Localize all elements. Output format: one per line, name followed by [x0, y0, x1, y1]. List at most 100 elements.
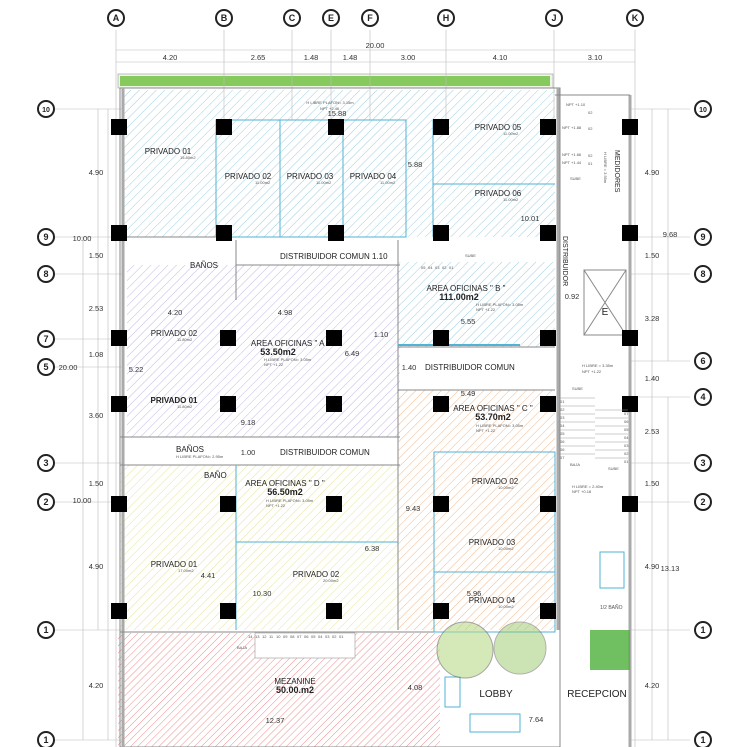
- plan-label: 03: [435, 265, 440, 270]
- plan-label: 4.20: [645, 681, 660, 690]
- plan-label: 53.70m2: [475, 412, 511, 422]
- axis-row-10: 10: [42, 107, 50, 114]
- plan-label: 14: [248, 634, 253, 639]
- plan-label: H LIBRE = 3.35m: [582, 363, 614, 368]
- lobby-trees: [436, 621, 630, 679]
- plan-label: MEZANINE: [274, 677, 315, 686]
- plan-label: 07: [560, 455, 565, 460]
- plan-label: 01: [449, 265, 454, 270]
- plan-label: A: [113, 13, 120, 23]
- plan-label: 2.53: [89, 304, 104, 313]
- axis-row-1b: 1: [43, 735, 48, 745]
- top-dimensions: 20.00 4.20 2.65 1.48 1.48 3.00 4.10 3.10: [163, 41, 603, 62]
- room-privado-02: PRIVADO 02: [225, 172, 272, 181]
- room-a-privado-01: PRIVADO 01: [151, 396, 199, 405]
- plan-label: BAÑOS: [176, 445, 204, 454]
- plan-label: 1.08: [89, 350, 104, 359]
- plan-label: 4.08: [408, 683, 423, 692]
- plan-label: 4.90: [89, 168, 104, 177]
- axis-row-8: 8: [43, 269, 48, 279]
- distribuidor-comun-3: DISTRIBUIDOR COMUN: [280, 448, 370, 457]
- plan-label: 20.00: [366, 41, 385, 50]
- plan-label: 06: [304, 634, 309, 639]
- axis-column-j: J: [545, 9, 563, 27]
- elevator-label: E: [602, 307, 609, 318]
- plan-label: 03: [560, 415, 565, 420]
- plan-label: 04: [624, 435, 629, 440]
- room-privado-06: PRIVADO 06: [475, 189, 522, 198]
- top-offices: H LIBRE PLAFON= 3.15m NPT +2.46 15.88 5.…: [145, 100, 540, 223]
- zone-top-offices: [122, 90, 555, 237]
- axis-column-h: H: [437, 9, 455, 27]
- plan-label: H LIBRE PLAFON= 3.15m: [306, 100, 354, 105]
- axis-column-a: A: [107, 9, 125, 27]
- plan-label: AREA OFICINAS " A ": [251, 339, 329, 348]
- plan-label: 11: [269, 634, 274, 639]
- axis-row-7: 7: [43, 334, 48, 344]
- plan-label: 06: [624, 419, 629, 424]
- plan-label: 4.20: [163, 53, 178, 62]
- partitions: [215, 119, 625, 733]
- plan-label: 11.00m2: [380, 180, 396, 185]
- plan-label: 11.80m2: [177, 337, 193, 342]
- plan-label: H LIBRE PLAFON= 3.05m: [476, 423, 524, 428]
- plan-label: 1.40: [402, 363, 417, 372]
- plan-label: 1.50: [89, 479, 104, 488]
- plan-label: 3.60: [89, 411, 104, 420]
- plan-label: H LIBRE = 2.40m: [572, 484, 604, 489]
- plan-label: 05: [560, 431, 565, 436]
- plan-label: DISTRIBUIDOR COMUN: [425, 363, 515, 372]
- plan-label: 20.00: [59, 363, 78, 372]
- axis-row-5: 5: [43, 362, 48, 372]
- planter: [117, 73, 554, 89]
- plan-label: H LIBRE PLAFON= 3.05m: [476, 302, 524, 307]
- left-dimensions: 4.90 1.50 2.53 1.08 3.60 1.50 4.90 4.20 …: [59, 168, 104, 690]
- axis-row-right-9: 9: [700, 232, 705, 242]
- zones: [118, 90, 555, 747]
- plan-label: SUBE: [570, 176, 581, 181]
- axis-column-c: C: [283, 9, 301, 27]
- plan-label: 01: [588, 161, 593, 166]
- lobby-dim: 7.64: [529, 715, 544, 724]
- plan-label: 6.49: [345, 349, 360, 358]
- plan-label: 12.37: [266, 716, 285, 725]
- axis-markers: A B C E F H J K 10 9 8 7 5 3 2 1 1 10 9 …: [37, 9, 712, 747]
- plan-label: 13: [255, 634, 260, 639]
- zone-oficinas-b: [398, 262, 555, 347]
- plan-label: NPT +1.22: [264, 362, 284, 367]
- plan-label: 5.22: [129, 365, 144, 374]
- axis-column-e: E: [322, 9, 340, 27]
- plan-label: 2.53: [645, 427, 660, 436]
- plan-label: 10.00: [73, 496, 92, 505]
- plan-label: NPT +1.88: [562, 125, 582, 130]
- oficinas-b: AREA OFICINAS " B " 111.00m2 H LIBRE PLA…: [426, 284, 579, 326]
- oficinas-c: AREA OFICINAS " C " 53.70m2 H LIBRE PLAF…: [406, 389, 533, 609]
- grid-lines: [55, 30, 690, 747]
- plan-label: NPT +1.10: [566, 102, 586, 107]
- plan-label: 11.00m2: [503, 197, 519, 202]
- plan-label: 10.00m2: [498, 604, 514, 609]
- plan-label: 08: [290, 634, 295, 639]
- plan-label: H: [443, 13, 450, 23]
- plan-label: 17.00m2: [178, 568, 194, 573]
- room-privado-05: PRIVADO 05: [475, 123, 522, 132]
- plan-label: 10.30: [253, 589, 272, 598]
- plan-label: SUBE: [572, 386, 583, 391]
- plan-label: 4.41: [201, 571, 216, 580]
- plan-label: 0.92: [565, 292, 580, 301]
- axis-row-3: 3: [43, 458, 48, 468]
- plan-label: BAJA: [570, 462, 580, 467]
- plan-label: 1.40: [645, 374, 660, 383]
- plan-label: 03: [325, 634, 330, 639]
- plan-label: 01: [560, 399, 565, 404]
- plan-label: C: [289, 13, 296, 23]
- axis-row-right-3: 3: [700, 458, 705, 468]
- plan-label: SUBE: [465, 253, 476, 258]
- plan-label: AREA OFICINAS " D ": [245, 479, 325, 488]
- plan-label: 5.49: [461, 389, 476, 398]
- plan-label: SUBE: [608, 466, 619, 471]
- plan-label: 111.00m2: [439, 292, 479, 302]
